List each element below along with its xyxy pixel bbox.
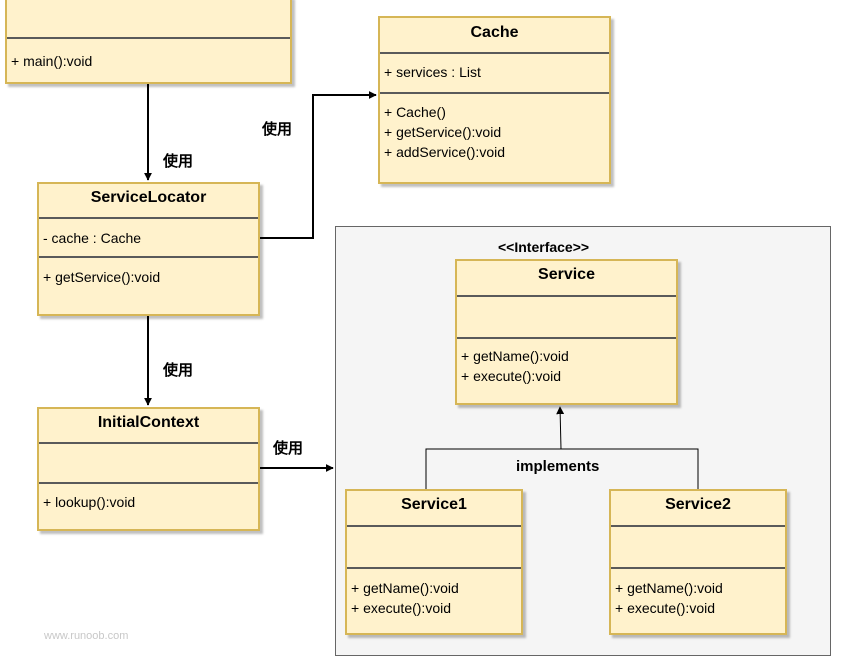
service2-method: + execute():void — [615, 600, 715, 616]
cache-method: + Cache() — [384, 104, 446, 120]
initial-context-method: + lookup():void — [43, 494, 136, 510]
service-method: + execute():void — [461, 368, 561, 384]
service-locator-method: + getService():void — [43, 269, 161, 285]
service1-method: + execute():void — [351, 600, 451, 616]
client-separator — [7, 37, 290, 39]
service2-name-separator — [611, 525, 785, 527]
cache-class-name: Cache — [470, 24, 519, 41]
implements-line — [425, 448, 699, 489]
service-locator-attribute: - cache : Cache — [43, 230, 142, 246]
service-locator-name-separator — [39, 217, 258, 219]
service-name-separator — [457, 295, 676, 297]
initial-context-attr-separator — [39, 482, 258, 484]
watermark: www.runoob.com — [44, 630, 129, 642]
client-class[interactable]: + main():void — [5, 0, 292, 84]
implements-arrow — [556, 406, 565, 450]
client-method: + main():void — [11, 53, 93, 69]
service-attr-separator — [457, 337, 676, 339]
service-method: + getName():void — [461, 348, 569, 364]
cache-class[interactable]: Cache + services : List + Cache() + getS… — [378, 16, 611, 184]
service1-attr-separator — [347, 567, 521, 569]
initial-context-class[interactable]: InitialContext + lookup():void — [37, 407, 260, 531]
service2-method: + getName():void — [615, 580, 723, 596]
service1-name-separator — [347, 525, 521, 527]
service2-class-name: Service2 — [665, 496, 731, 513]
locator-to-cache-arrow — [260, 91, 377, 239]
edge-label-implements: implements — [516, 458, 600, 475]
uml-diagram: + main():void Cache + services : List + … — [5, 0, 831, 656]
service2-attr-separator — [611, 567, 785, 569]
service-interface-class[interactable]: Service + getName():void + execute():voi… — [455, 259, 678, 405]
edge-label-context-services: 使用 — [273, 440, 304, 457]
cache-method: + addService():void — [384, 144, 506, 160]
service-class-name: Service — [538, 266, 595, 283]
initial-context-name-separator — [39, 442, 258, 444]
cache-method: + getService():void — [384, 124, 502, 140]
service-locator-attr-separator — [39, 256, 258, 258]
service1-method: + getName():void — [351, 580, 459, 596]
service1-class[interactable]: Service1 + getName():void + execute():vo… — [345, 489, 523, 635]
service-locator-class-name: ServiceLocator — [90, 189, 207, 206]
edge-label-locator-context: 使用 — [163, 362, 194, 379]
edge-label-locator-cache: 使用 — [262, 121, 293, 138]
edge-label-client-locator: 使用 — [163, 153, 194, 170]
service2-class[interactable]: Service2 + getName():void + execute():vo… — [609, 489, 787, 635]
cache-attr-separator — [380, 92, 609, 94]
service-stereotype: <<Interface>> — [498, 239, 590, 255]
service1-class-name: Service1 — [401, 496, 467, 513]
initial-context-class-name: InitialContext — [97, 414, 200, 431]
cache-name-separator — [380, 52, 609, 54]
connector-layer — [144, 84, 699, 489]
cache-attribute: + services : List — [384, 64, 481, 80]
service-locator-class[interactable]: ServiceLocator - cache : Cache + getServ… — [37, 182, 260, 316]
